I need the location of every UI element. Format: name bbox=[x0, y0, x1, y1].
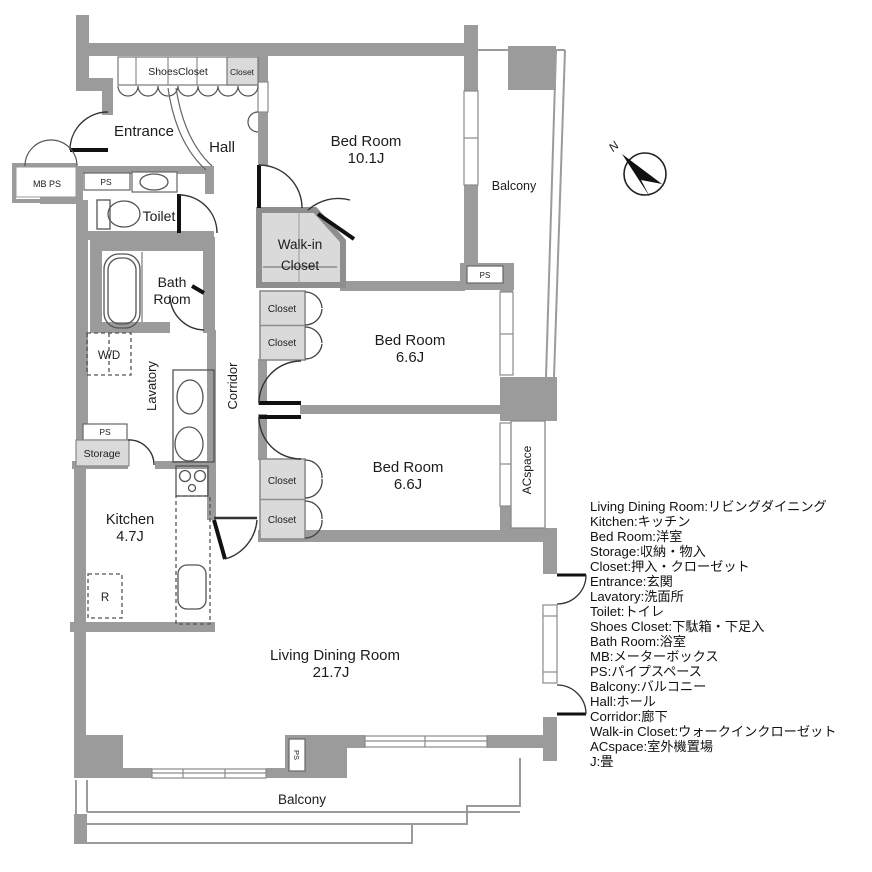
wd-label: W/D bbox=[98, 350, 120, 362]
legend-line: Kitchen:キッチン bbox=[590, 514, 691, 529]
legend-line: Toilet:トイレ bbox=[590, 604, 665, 619]
kitchen-sink-icon bbox=[177, 564, 207, 610]
wic-label-1: Walk-in bbox=[278, 237, 323, 252]
refrigerator-icon bbox=[87, 573, 123, 619]
bedroom3-label-1: Bed Room bbox=[373, 459, 444, 476]
basin-icon bbox=[139, 173, 169, 191]
bathroom-label-2: Room bbox=[153, 291, 190, 307]
bedroom2-label-2: 6.6J bbox=[396, 349, 424, 366]
legend: Living Dining Room:リビングダイニング Kitchen:キッチ… bbox=[590, 499, 872, 769]
legend-line: Bed Room:洋室 bbox=[590, 529, 683, 544]
compass-north-label: N bbox=[606, 138, 622, 154]
balcony-rails bbox=[75, 49, 566, 844]
bedroom1-label-2: 10.1J bbox=[348, 150, 385, 167]
service-boxes bbox=[15, 166, 546, 772]
bathroom-interior bbox=[102, 251, 203, 333]
legend-line: Lavatory:洗面所 bbox=[590, 589, 684, 604]
corridor-label: Corridor bbox=[225, 362, 240, 410]
legend-line: Hall:ホール bbox=[590, 694, 656, 709]
bedroom1-label-1: Bed Room bbox=[331, 133, 402, 150]
ps-bottom-label: PS bbox=[292, 750, 301, 760]
ps-lavatory-label: PS bbox=[99, 427, 111, 437]
wic-label-2: Closet bbox=[281, 258, 320, 273]
closet-door-marks bbox=[304, 291, 323, 539]
balcony-right-label: Balcony bbox=[492, 179, 537, 193]
legend-line: Shoes Closet:下駄箱・下足入 bbox=[590, 619, 765, 634]
toilet-label: Toilet bbox=[143, 208, 176, 224]
room-labels: ShoesCloset Closet Entrance Hall MB PS P… bbox=[33, 66, 537, 807]
ps-top-right-label: PS bbox=[480, 271, 491, 280]
toilet-icon bbox=[96, 199, 111, 230]
fridge-label: R bbox=[101, 592, 109, 604]
bedroom3-label-2: 6.6J bbox=[394, 476, 422, 493]
fixtures bbox=[86, 173, 215, 625]
closet-label-2: Closet bbox=[268, 338, 297, 349]
compass-icon: N bbox=[606, 138, 667, 197]
closet-label-1: Closet bbox=[268, 304, 297, 315]
closet-top-label: Closet bbox=[230, 67, 255, 77]
legend-line: Storage:収納・物入 bbox=[590, 544, 706, 559]
living-label-2: 21.7J bbox=[313, 664, 350, 681]
hall-label: Hall bbox=[209, 139, 235, 156]
doors bbox=[24, 111, 587, 716]
closet-label-4: Closet bbox=[268, 515, 297, 526]
shoes-closet-label: ShoesCloset bbox=[148, 66, 208, 78]
walk-in-closet bbox=[256, 207, 346, 288]
shoes-closet bbox=[117, 56, 259, 171]
entrance-label: Entrance bbox=[114, 123, 174, 140]
legend-line: Balcony:バルコニー bbox=[590, 679, 707, 694]
legend-line: MB:メーターボックス bbox=[590, 649, 719, 664]
acspace-label: ACspace bbox=[520, 445, 534, 494]
window-ticks bbox=[152, 137, 557, 778]
mbps-label: MB PS bbox=[33, 179, 61, 189]
legend-line: PS:パイプスペース bbox=[590, 664, 702, 679]
bathtub-icon bbox=[103, 253, 141, 329]
legend-line: J:畳 bbox=[590, 754, 614, 769]
bathroom-label-1: Bath bbox=[158, 274, 187, 290]
storage-label: Storage bbox=[84, 448, 121, 460]
lavatory-label: Lavatory bbox=[144, 361, 159, 411]
legend-line: Living Dining Room:リビングダイニング bbox=[590, 499, 827, 514]
balcony-bottom-label: Balcony bbox=[278, 792, 326, 807]
lavatory-counter bbox=[172, 369, 215, 463]
kitchen-label-1: Kitchen bbox=[106, 512, 154, 528]
kitchen-counter bbox=[175, 495, 211, 625]
legend-line: Closet:押入・クローゼット bbox=[590, 559, 750, 574]
bedroom2-label-1: Bed Room bbox=[375, 332, 446, 349]
legend-line: Corridor:廊下 bbox=[590, 709, 668, 724]
living-label-1: Living Dining Room bbox=[270, 647, 400, 664]
legend-line: Walk-in Closet:ウォークインクローゼット bbox=[590, 724, 837, 739]
legend-line: Entrance:玄関 bbox=[590, 574, 673, 589]
kitchen-label-2: 4.7J bbox=[116, 529, 143, 545]
ps-toilet-label: PS bbox=[100, 177, 112, 187]
legend-line: ACspace:室外機置場 bbox=[590, 739, 714, 754]
closet-label-3: Closet bbox=[268, 476, 297, 487]
legend-line: Bath Room:浴室 bbox=[590, 634, 687, 649]
